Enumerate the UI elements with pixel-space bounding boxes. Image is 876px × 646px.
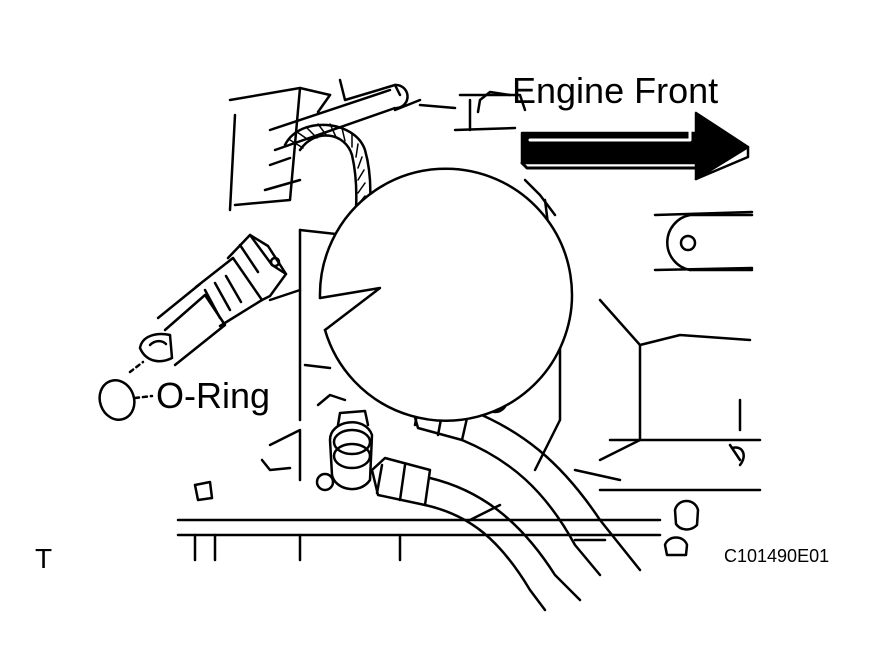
o-ring <box>98 379 136 421</box>
o-ring-label: O-Ring <box>156 375 271 416</box>
oil-pan <box>176 503 662 562</box>
illustration-code: C101490E01 <box>724 546 830 566</box>
detail-callout <box>318 167 574 422</box>
engine-front-label: Engine Front <box>512 70 719 111</box>
corner-mark: T <box>35 543 53 574</box>
right-bolts <box>663 446 745 557</box>
engine-front-arrow <box>476 90 750 181</box>
left-bracket <box>193 363 347 502</box>
upper-tubes <box>263 78 409 192</box>
sensor-closeup <box>128 233 288 374</box>
mount-boss <box>666 213 754 272</box>
